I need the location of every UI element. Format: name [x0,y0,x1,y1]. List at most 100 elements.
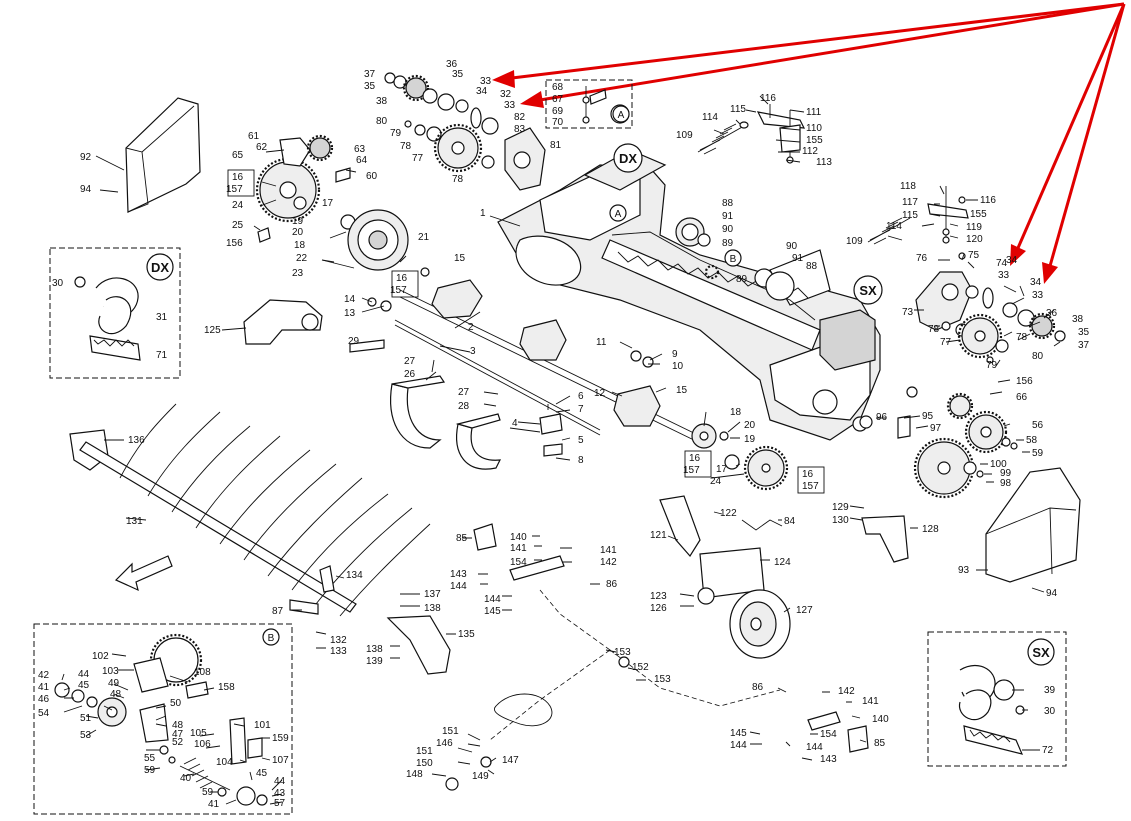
svg-text:A: A [615,209,622,220]
callout-55: 55 [144,753,156,764]
callout-30: 30 [1044,706,1056,717]
callout-94: 94 [1046,588,1058,599]
lower-right-gears [859,386,1018,499]
callout-37: 37 [364,69,376,80]
callout-66: 66 [1016,392,1028,403]
callout-128: 128 [922,524,939,535]
callout-30: 30 [52,278,64,289]
callout-box [797,466,825,494]
callout-16: 16 [802,469,814,480]
callout-92: 92 [80,152,92,163]
callout-37: 37 [1078,340,1090,351]
callout-77: 77 [940,337,952,348]
callout-85: 85 [456,533,468,544]
callout-111: 111 [806,107,822,118]
callout-144: 144 [806,742,823,753]
callout-116: 116 [760,93,776,104]
callout-114: 114 [702,112,718,123]
callout-28: 28 [458,401,470,412]
detail-dx-box [49,247,181,379]
wheel-assembly [659,495,909,659]
callout-91: 91 [722,211,734,222]
callout-59: 59 [1032,448,1044,459]
svg-text:SX: SX [859,283,877,298]
badge-sx-main: SX [853,275,883,305]
callout-38: 38 [376,96,388,107]
callout-4: 4 [512,418,518,429]
callout-23: 23 [292,268,304,279]
callout-135: 135 [458,629,475,640]
callout-157: 157 [390,285,407,296]
callout-2: 2 [468,322,474,333]
callout-154: 154 [510,557,527,568]
callout-115: 115 [902,210,918,221]
callout-133: 133 [330,646,347,657]
callout-127: 127 [796,605,813,616]
callout-136: 136 [128,435,145,446]
callout-151: 151 [416,746,433,757]
badge-detail-sx: SX [1027,638,1055,666]
callout-53: 53 [80,730,92,741]
sx-side-drive [915,252,1066,364]
callout-118: 118 [900,181,916,192]
callout-74: 74 [996,258,1008,269]
callout-36: 36 [1046,308,1058,319]
callout-33: 33 [480,76,492,87]
callout-27: 27 [458,387,470,398]
callout-157: 157 [226,184,243,195]
callout-32: 32 [500,89,512,100]
callout-57: 57 [274,798,286,809]
callout-54: 54 [38,708,50,719]
callout-122: 122 [720,508,737,519]
callout-35: 35 [1078,327,1090,338]
callout-20: 20 [744,420,756,431]
badge-detail-b-ref: B [262,628,280,646]
callout-131: 131 [126,516,143,527]
svg-text:SX: SX [1032,645,1050,660]
callout-80: 80 [376,116,388,127]
callout-89: 89 [736,274,748,285]
callout-123: 123 [650,591,667,602]
callout-156: 156 [1016,376,1033,387]
shaft-hardware [509,350,654,457]
tensioner-lower [867,186,969,245]
main-shafts [367,267,701,444]
callout-12: 12 [594,388,606,399]
center-sprocket [691,423,789,491]
callout-39: 39 [1044,685,1056,696]
callout-155: 155 [806,135,823,146]
callout-46: 46 [38,694,50,705]
callout-21: 21 [418,232,430,243]
callout-36: 36 [446,59,458,70]
callout-76: 76 [916,253,928,264]
callout-104: 104 [216,757,233,768]
callout-114: 114 [886,221,902,232]
callout-93: 93 [958,565,970,576]
callout-146: 146 [436,738,453,749]
callout-142: 142 [838,686,855,697]
callout-84: 84 [784,516,796,527]
callout-116: 116 [980,195,996,206]
callout-152: 152 [632,662,649,673]
callout-34: 34 [1030,277,1042,288]
callout-64: 64 [356,155,368,166]
callout-141: 141 [862,696,879,707]
callout-16: 16 [232,172,244,183]
callout-16: 16 [396,273,408,284]
detail-sx-box [927,631,1067,767]
callout-52: 52 [172,737,184,748]
callout-26: 26 [404,369,416,380]
callout-103: 103 [102,666,119,677]
callout-16: 16 [689,453,701,464]
callout-94: 94 [80,184,92,195]
callout-82: 82 [514,112,526,123]
callout-86: 86 [606,579,618,590]
callout-62: 62 [256,142,268,153]
callout-144: 144 [730,740,747,751]
callout-box [684,450,712,478]
callout-105: 105 [190,728,207,739]
callout-147: 147 [502,755,519,766]
callout-144: 144 [450,581,467,592]
callout-79: 79 [986,360,998,371]
callout-63: 63 [354,144,366,155]
